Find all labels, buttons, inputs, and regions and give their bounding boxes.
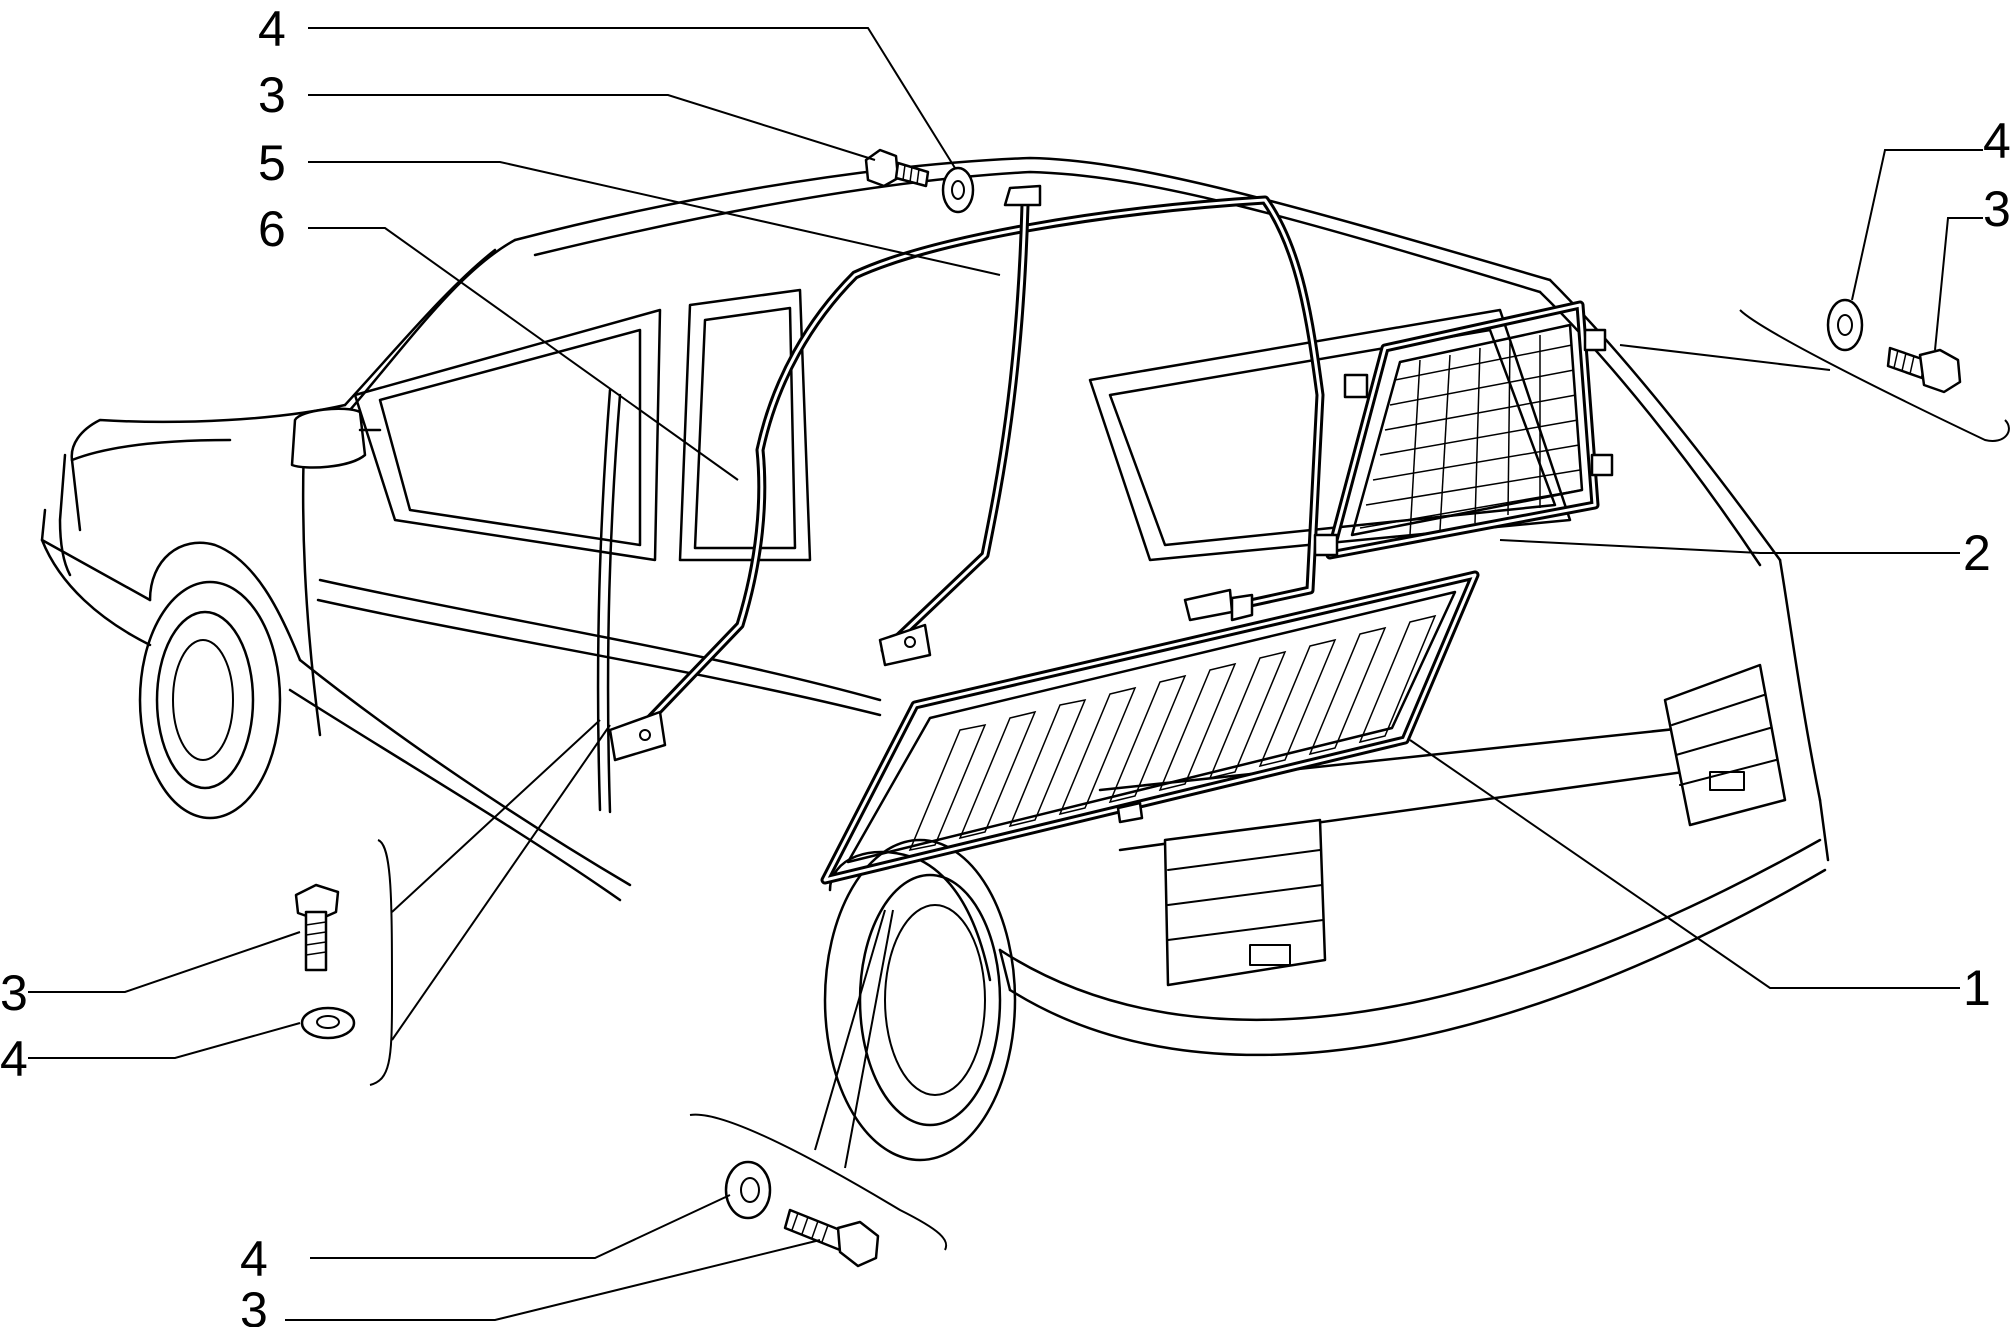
left-washer-part-4 bbox=[300, 1006, 356, 1040]
callout-leaders bbox=[28, 27, 2010, 1321]
callout-top-3: 3 bbox=[258, 67, 286, 123]
callout-bottom-3: 3 bbox=[240, 1282, 268, 1327]
bottom-bolt-part-3 bbox=[783, 1208, 880, 1268]
left-tail-lamp bbox=[1163, 818, 1327, 987]
callout-right-4: 4 bbox=[1983, 113, 2011, 169]
callout-left-3: 3 bbox=[0, 965, 28, 1021]
right-washer-part-4 bbox=[1826, 298, 1864, 352]
callout-right-2: 2 bbox=[1963, 525, 1991, 581]
car-body-outline bbox=[40, 156, 1830, 1162]
bottom-washer-part-4 bbox=[724, 1160, 772, 1220]
callout-left-4: 4 bbox=[0, 1031, 28, 1087]
callout-bottom-4: 4 bbox=[240, 1231, 268, 1287]
callout-right-3: 3 bbox=[1983, 181, 2011, 237]
left-bolt-part-3 bbox=[294, 883, 340, 972]
right-tail-lamp bbox=[1663, 663, 1787, 827]
top-washer-part-4 bbox=[941, 166, 975, 214]
mesh-panel-part-1 bbox=[820, 570, 1480, 885]
roll-bar-frame bbox=[608, 184, 1325, 762]
callout-top-5: 5 bbox=[258, 135, 286, 191]
top-bolt-part-3 bbox=[864, 148, 930, 188]
callout-top-6: 6 bbox=[258, 201, 286, 257]
callout-top-4: 4 bbox=[258, 1, 286, 57]
mesh-panel-part-2 bbox=[1313, 300, 1614, 560]
right-bolt-part-3 bbox=[1886, 346, 1962, 394]
callout-right-1: 1 bbox=[1963, 960, 1991, 1016]
